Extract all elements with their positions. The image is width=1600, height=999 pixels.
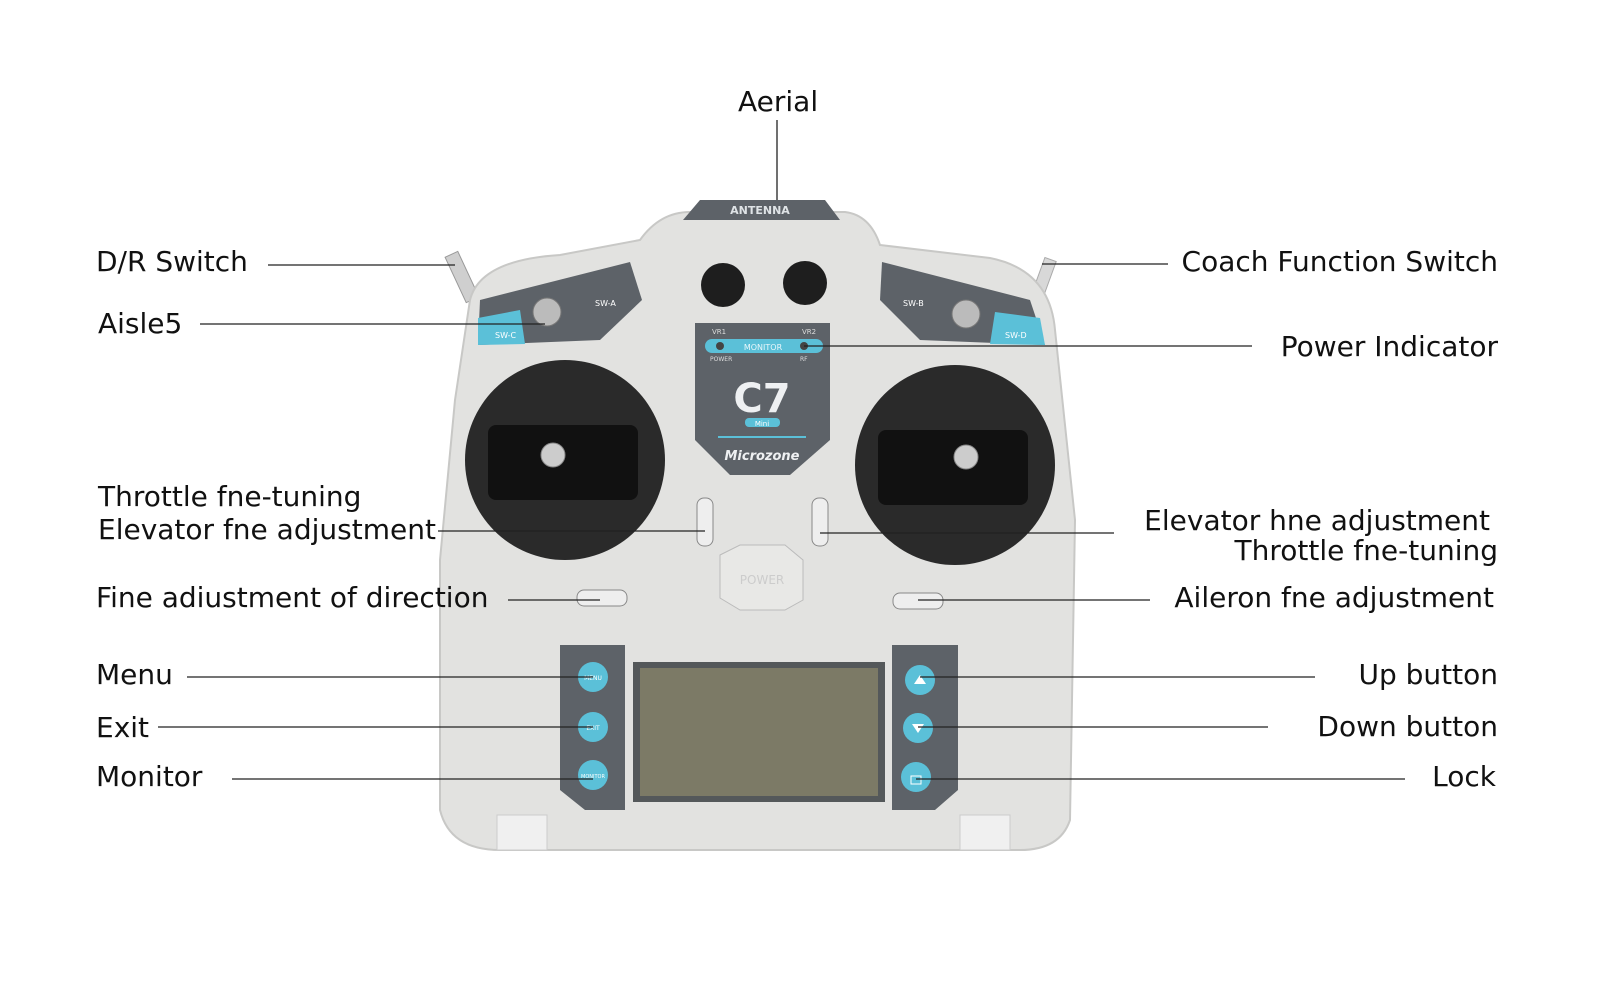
label-throttle-left: Throttle fne-tuning: [98, 480, 362, 513]
vr1-knob: [701, 263, 745, 307]
power-button: [719, 544, 804, 611]
device-variant-text: Mini: [755, 420, 769, 428]
right-horizontal-trim: [892, 592, 944, 610]
label-coach: Coach Function Switch: [1181, 245, 1498, 278]
device-power-text: POWER: [710, 356, 732, 363]
label-exit: Exit: [96, 711, 150, 744]
monitor-button: [578, 760, 608, 790]
left-vertical-trim: [696, 497, 714, 547]
coach-switch: [951, 299, 981, 329]
device-brand-text: Microzone: [724, 449, 799, 464]
device-model-text: C7: [733, 376, 790, 422]
vr2-knob: [783, 261, 827, 305]
device-sw-c-text: SW-C: [495, 331, 517, 340]
label-dr-switch: D/R Switch: [96, 245, 248, 278]
label-power-indicator: Power Indicator: [1280, 330, 1498, 363]
device-vr1-text: VR1: [712, 328, 726, 336]
device-sw-d-text: SW-D: [1005, 331, 1027, 340]
antenna-text: ANTENNA: [730, 204, 790, 217]
down-arrow-icon: [912, 724, 924, 733]
label-menu: Menu: [96, 658, 173, 691]
left-horizontal-trim: [576, 589, 628, 607]
right-stick: [953, 444, 979, 470]
monitor-bar: [705, 339, 823, 353]
antenna-badge: [683, 200, 840, 220]
label-lock: Lock: [1432, 760, 1496, 793]
lock-icon: [910, 775, 922, 785]
device-sw-b-text: SW-B: [903, 299, 924, 308]
left-stick: [540, 442, 566, 468]
device-btn-menu-text: MENU: [584, 675, 602, 682]
label-aisle5: Aisle5: [98, 307, 183, 340]
device-btn-monitor-text: MONITOR: [581, 774, 605, 780]
label-down: Down button: [1317, 710, 1498, 743]
label-throttle-right: Throttle fne-tuning: [1234, 534, 1498, 567]
up-arrow-icon: [914, 675, 926, 684]
label-up: Up button: [1358, 658, 1498, 691]
lock-button: [901, 762, 931, 792]
leader-lines: [158, 120, 1405, 780]
device-rf-text: RF: [800, 356, 808, 363]
right-vertical-trim: [811, 497, 829, 547]
power-led: [716, 342, 724, 350]
label-monitor: Monitor: [96, 760, 203, 793]
label-direction: Fine adiustment of direction: [96, 581, 489, 614]
device-power-button-text: POWER: [740, 573, 784, 587]
aisle5-switch: [532, 297, 562, 327]
device-vr2-text: VR2: [802, 328, 816, 336]
device-sw-a-text: SW-A: [595, 299, 616, 308]
device-btn-exit-text: EXIT: [586, 725, 600, 732]
label-elevator-left: Elevator fne adjustment: [98, 513, 436, 546]
label-elevator-right: Elevator hne adjustment: [1144, 504, 1490, 537]
label-aileron: Aileron fne adjustment: [1174, 581, 1494, 614]
device-monitor-text: MONITOR: [744, 343, 783, 352]
label-aerial: Aerial: [738, 85, 819, 118]
